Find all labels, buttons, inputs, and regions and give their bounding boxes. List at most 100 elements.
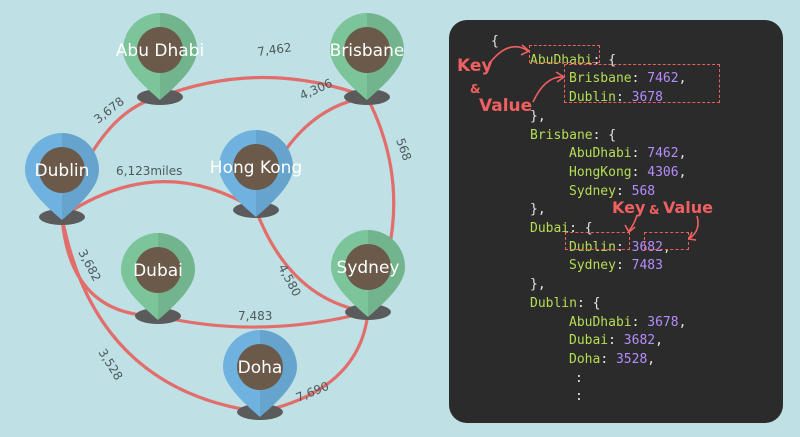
code-block: {AbuDhabi: {Brisbane: 7462,Dublin: 3678}… <box>449 20 783 423</box>
edge-label-dubai-sydney: 7,483 <box>238 309 272 323</box>
code-punct: : <box>631 314 648 330</box>
code-line: Dublin: 3682, <box>569 239 671 256</box>
code-line: Dubai: { <box>530 220 593 237</box>
pin-dublin: Dublin <box>25 133 99 225</box>
code-panel: {AbuDhabi: {Brisbane: 7462,Dublin: 3678}… <box>449 20 783 423</box>
code-punct: : { <box>592 52 617 68</box>
code-line: }, <box>530 276 546 293</box>
code-punct: : <box>615 183 632 199</box>
code-punct: : <box>608 333 624 349</box>
arrowhead-value <box>555 71 566 83</box>
code-line: Dubai: 3682, <box>569 332 663 349</box>
annotation-arrows <box>488 44 699 241</box>
edge-doha-sydney <box>258 310 370 414</box>
code-punct: : <box>615 258 632 274</box>
code-punct: : <box>600 351 616 367</box>
code-punct: , <box>655 333 663 349</box>
pin-brisbane: Brisbane <box>330 13 404 105</box>
code-value: 568 <box>631 183 656 199</box>
value-highlight-box-2 <box>644 232 689 250</box>
arrow-key-2 <box>628 214 638 232</box>
code-key: Brisbane <box>569 71 632 87</box>
code-value: 3528 <box>615 351 648 367</box>
code-value: 3678 <box>647 314 679 330</box>
code-punct: : <box>575 370 583 386</box>
value-highlight-box <box>564 64 720 103</box>
code-line: }, <box>530 201 546 218</box>
code-punct: : <box>631 71 648 87</box>
pin-core <box>233 144 279 190</box>
edge-label-abudhabi-dublin: 3,678 <box>91 94 127 126</box>
code-punct: , <box>678 314 687 330</box>
code-line: : <box>575 388 583 405</box>
code-punct: : <box>631 146 648 162</box>
code-line: Brisbane: 7462, <box>569 70 686 87</box>
arrowhead-key <box>520 44 531 56</box>
arrow-value-2 <box>689 215 699 239</box>
code-punct: : <box>615 90 632 106</box>
value-annotation-2: Value <box>663 198 714 217</box>
code-key: Sydney <box>569 258 616 274</box>
city-label-sydney: Sydney <box>337 258 400 278</box>
edge-label-dublin-doha: 3,528 <box>95 346 125 383</box>
city-label-dubai: Dubai <box>133 261 183 281</box>
code-key: Dubai <box>569 333 609 349</box>
code-key: Sydney <box>569 183 616 199</box>
arrow-value <box>532 76 564 103</box>
code-value: 3682 <box>631 239 663 255</box>
pin-hongkong: Hong Kong <box>210 130 302 218</box>
code-punct: : { <box>576 295 601 311</box>
pin-core <box>39 147 85 193</box>
code-line: Dublin: { <box>530 295 600 312</box>
code-punct: : <box>631 164 648 180</box>
code-punct: , <box>647 351 656 367</box>
city-label-hongkong: Hong Kong <box>210 158 302 178</box>
code-line: Sydney: 7483 <box>569 257 663 274</box>
code-punct: : { <box>569 221 593 236</box>
code-punct: : <box>615 239 632 255</box>
pin-doha: Doha <box>223 330 297 420</box>
pin-core <box>135 247 181 293</box>
code-punct: }, <box>530 108 546 124</box>
code-line: Dublin: 3678 <box>569 89 663 106</box>
ampersand-annotation: & <box>470 82 481 96</box>
code-line: Brisbane: { <box>530 127 616 144</box>
code-key: HongKong <box>569 164 632 180</box>
code-value: 3678 <box>631 90 663 106</box>
code-punct: : <box>575 389 583 405</box>
code-key: AbuDhabi <box>530 52 593 68</box>
city-graph: 7,4623,6784,3065686,123miles3,6823,5284,… <box>25 13 414 420</box>
code-line: AbuDhabi: { <box>530 52 616 69</box>
code-punct: { <box>491 34 499 49</box>
code-line: HongKong: 4306, <box>569 164 686 181</box>
code-value: 3682 <box>623 333 656 349</box>
code-line: Sydney: 568 <box>569 183 655 200</box>
code-line: : <box>575 370 583 387</box>
code-punct: , <box>678 71 687 87</box>
arrow-key <box>488 45 529 65</box>
edge-dublin-doha <box>60 215 262 414</box>
arrowhead-key-2 <box>624 224 636 234</box>
code-punct: , <box>678 164 687 180</box>
code-value: 7462 <box>647 146 679 162</box>
edge-label-doha-sydney: 7,690 <box>294 379 331 405</box>
ampersand-annotation-2: & <box>649 203 660 217</box>
key-annotation: Key <box>457 56 493 76</box>
code-punct: : { <box>592 127 617 143</box>
code-key: AbuDhabi <box>569 146 632 162</box>
pin-abudhabi: Abu Dhabi <box>116 13 204 105</box>
pin-core <box>237 344 283 390</box>
pin-core <box>345 244 391 290</box>
key-highlight-box <box>529 45 600 63</box>
city-label-doha: Doha <box>238 358 283 378</box>
arrowhead-value-2 <box>687 231 697 241</box>
code-punct: , <box>678 146 687 162</box>
edge-label-abudhabi-brisbane: 7,462 <box>256 40 292 59</box>
code-key: Brisbane <box>530 127 593 143</box>
code-key: Dublin <box>569 239 616 255</box>
edge-label-brisbane-sydney: 568 <box>393 136 414 162</box>
code-key: Doha <box>569 351 601 367</box>
code-key: Dublin <box>569 90 616 106</box>
code-line: AbuDhabi: 7462, <box>569 145 686 162</box>
